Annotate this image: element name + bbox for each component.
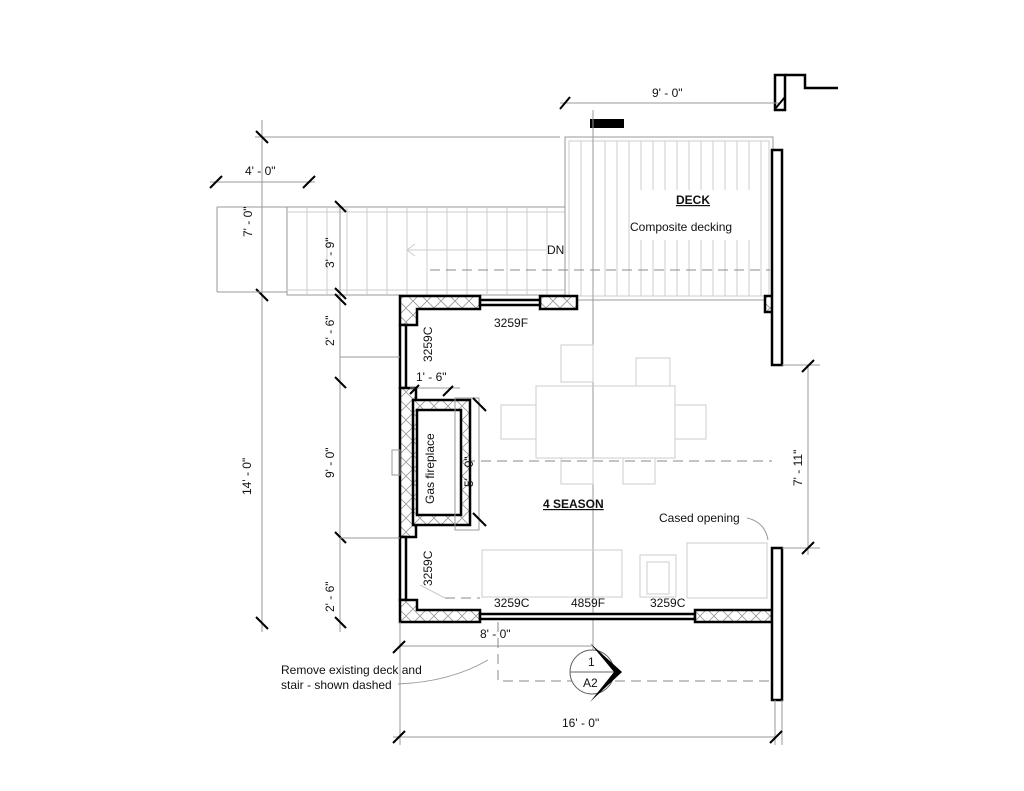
section-marker[interactable]: 1 A2: [569, 643, 622, 702]
remove-note-line1: Remove existing deck and: [281, 663, 422, 677]
fireplace: Gas fireplace: [391, 397, 480, 531]
deck-step-block: [590, 119, 624, 128]
window-tag-top: 3259F: [494, 316, 528, 330]
dim-stair-width: 4' - 0": [245, 164, 276, 178]
dim-opening: 7' - 11": [791, 450, 805, 486]
dimensions: 9' - 0" 14' - 0" 4' - 0" 7' - 0" 3' - 9"…: [209, 86, 820, 745]
dim-stair-depth: 7' - 0": [241, 206, 255, 237]
deck-note: Composite decking: [630, 220, 732, 234]
section-arrow-icon: [590, 643, 622, 702]
dim-left-mid: 9' - 0": [323, 447, 337, 478]
dim-left-bottom: 2' - 6": [323, 581, 337, 612]
window-tag-left-upper: 3259C: [421, 326, 435, 362]
window-tag-bottom-center: 4859F: [571, 596, 605, 610]
dim-stair-run: 3' - 9": [323, 237, 337, 268]
stair-treads: [306, 207, 548, 295]
dim-fireplace-offset: 1' - 6": [416, 370, 447, 384]
window-tag-bottom-left: 3259C: [494, 596, 530, 610]
window-tag-left-lower: 3259C: [421, 550, 435, 586]
leader-arrow: [746, 517, 769, 541]
walls: [398, 73, 838, 745]
dim-overall-width: 16' - 0": [562, 716, 599, 730]
deck-room-name: DECK: [676, 193, 710, 207]
section-number: 1: [588, 655, 595, 669]
furniture: [481, 344, 768, 599]
section-sheet: A2: [583, 676, 598, 690]
room-name-4-season: 4 SEASON: [543, 497, 604, 511]
fireplace-label: Gas fireplace: [423, 433, 437, 504]
cased-opening-note: Cased opening: [659, 511, 740, 525]
remove-note-line2: stair - shown dashed: [281, 678, 392, 692]
window-tag-bottom-right: 3259C: [650, 596, 686, 610]
dim-bottom-partial: 8' - 0": [480, 627, 511, 641]
dim-overall-height: 14' - 0": [240, 458, 254, 495]
deck: DECK Composite decking: [564, 119, 774, 301]
dim-left-top: 2' - 6": [323, 315, 337, 346]
stair-label: DN: [547, 243, 564, 257]
remove-leader: [397, 659, 489, 685]
dim-deck-width: 9' - 0": [652, 86, 683, 100]
dim-fireplace-width: 5' - 0": [462, 456, 476, 487]
